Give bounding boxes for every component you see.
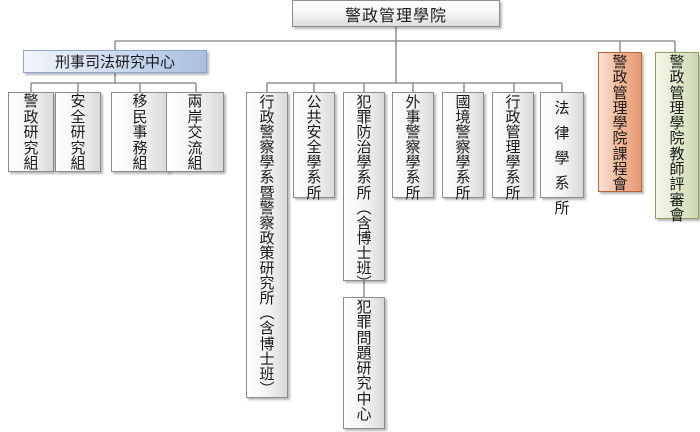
- unit-label: 安 全 研 究 組: [70, 92, 86, 172]
- department-label: 犯 罪 防 治 學 系 所 ︵ 含 博 士 班 ︶: [356, 93, 372, 293]
- crime-problem-center-node: 犯 罪 問 題 研 究 中 心: [343, 297, 385, 429]
- department-label: 行 政 警 察 學 系 暨 警 察 政 策 研 究 所 ︵ 含 博 士 班 ︶: [259, 93, 275, 398]
- department-label: 公 共 安 全 學 系 所: [306, 93, 322, 202]
- unit-label: 警 政 研 究 組: [23, 92, 39, 172]
- department-node: 外 事 警 察 學 系 所: [392, 92, 434, 202]
- department-node: 行 政 警 察 學 系 暨 警 察 政 策 研 究 所 ︵ 含 博 士 班 ︶: [246, 92, 288, 398]
- department-label: 行 政 管 理 學 系 所: [505, 93, 521, 202]
- committee-node: 警 政 管 理 學 院 課 程 會: [598, 52, 642, 192]
- department-node: 行 政 管 理 學 系 所: [492, 92, 534, 202]
- unit-label: 移 民 事 務 組: [132, 92, 148, 172]
- committee-node: 警 政 管 理 學 院 教 師 評 審 會: [655, 52, 699, 223]
- unit-node: 安 全 研 究 組: [55, 92, 101, 172]
- department-node: 國 境 警 察 學 系 所: [442, 92, 484, 202]
- unit-node: 移 民 事 務 組: [111, 92, 169, 172]
- unit-node: 兩 岸 交 流 組: [166, 92, 224, 172]
- committee-label: 警 政 管 理 學 院 教 師 評 審 會: [669, 53, 685, 224]
- committee-label: 警 政 管 理 學 院 課 程 會: [612, 53, 628, 194]
- department-node: 法 律 學 系 所: [540, 92, 584, 217]
- crime-center-label: 刑事司法研究中心: [54, 53, 175, 71]
- department-node: 公 共 安 全 學 系 所: [293, 92, 335, 202]
- unit-label: 兩 岸 交 流 組: [187, 92, 203, 172]
- unit-node: 警 政 研 究 組: [8, 92, 54, 172]
- root-node: 警政管理學院: [292, 0, 500, 27]
- crime-problem-center-label: 犯 罪 問 題 研 究 中 心: [356, 298, 372, 424]
- crime-center-node: 刑事司法研究中心: [23, 50, 207, 73]
- root-label: 警政管理學院: [344, 5, 447, 25]
- department-label: 國 境 警 察 學 系 所: [455, 93, 471, 202]
- department-label: 外 事 警 察 學 系 所: [405, 93, 421, 202]
- department-node: 犯 罪 防 治 學 系 所 ︵ 含 博 士 班 ︶: [343, 92, 385, 291]
- department-label: 法 律 學 系 所: [554, 99, 570, 217]
